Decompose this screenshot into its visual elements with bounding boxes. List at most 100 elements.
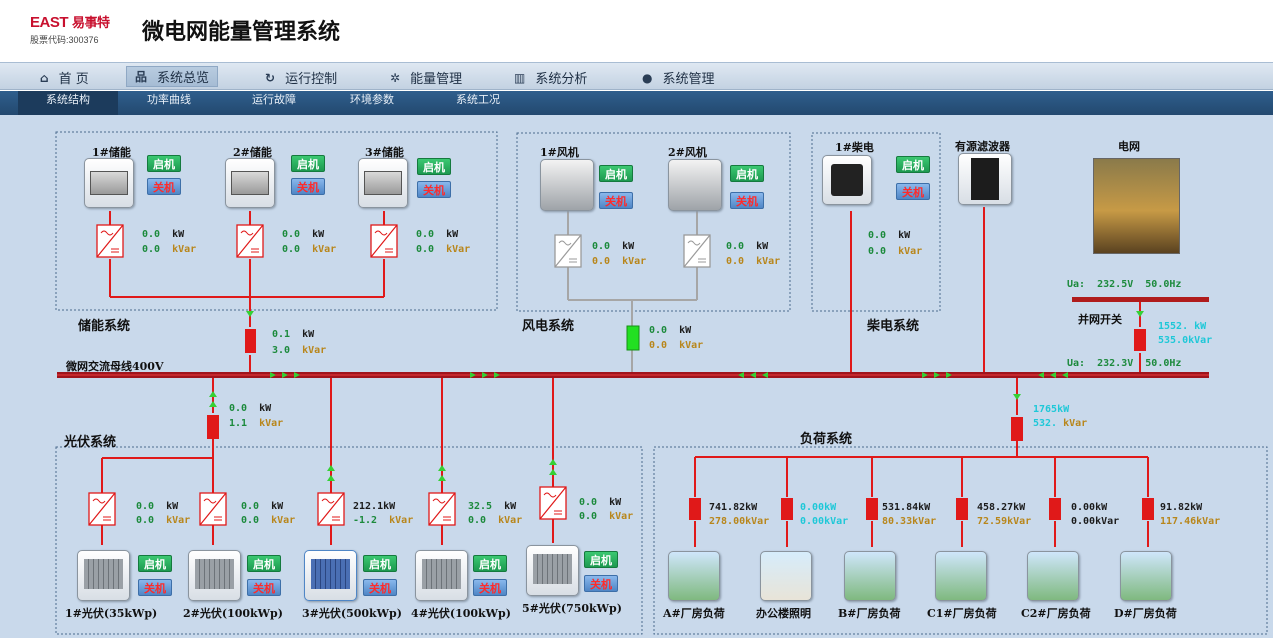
load-b-name: B#厂房负荷 bbox=[838, 607, 901, 620]
load-total-kvar: 532. kVar bbox=[1033, 418, 1088, 429]
storage-box bbox=[55, 131, 498, 311]
pv-4-start-button[interactable]: 启机 bbox=[473, 555, 507, 572]
wind-turbine-icon bbox=[540, 159, 594, 211]
pv-3-kw: 212.1kW bbox=[353, 501, 396, 512]
pv-1-stop-button[interactable]: 关机 bbox=[138, 579, 172, 596]
load-a-kw: 741.82kW bbox=[709, 502, 758, 513]
grid-kw: 1552. kW bbox=[1158, 321, 1207, 332]
battery-icon bbox=[84, 158, 134, 208]
diesel-kw: 0.0 kW bbox=[868, 230, 911, 241]
nav-admin[interactable]: ●系统管理 bbox=[642, 70, 715, 88]
storage-1-stop-button[interactable]: 关机 bbox=[147, 178, 181, 195]
diesel-box bbox=[811, 132, 941, 312]
wind-2-name: 2#风机 bbox=[668, 146, 707, 159]
factory-icon bbox=[844, 551, 896, 601]
storage-2-name: 2#储能 bbox=[233, 146, 272, 159]
pv-total-kw: 0.0 kW bbox=[229, 403, 272, 414]
battery-icon bbox=[225, 158, 275, 208]
pv-1-start-button[interactable]: 启机 bbox=[138, 555, 172, 572]
load-office-name: 办公楼照明 bbox=[756, 607, 811, 620]
tab-faults[interactable]: 运行故障 bbox=[252, 93, 296, 106]
tab-conditions[interactable]: 系统工况 bbox=[456, 93, 500, 106]
active-filter-icon bbox=[958, 153, 1012, 205]
pv-5-kvar: 0.0 kVar bbox=[579, 511, 634, 522]
factory-icon bbox=[935, 551, 987, 601]
pv-system-label: 光伏系统 bbox=[64, 435, 117, 450]
factory-icon bbox=[1027, 551, 1079, 601]
storage-2-kw: 0.0 kW bbox=[282, 229, 325, 240]
pv-5-stop-button[interactable]: 关机 bbox=[584, 575, 618, 592]
flow-arrows bbox=[209, 311, 1144, 481]
storage-1-kvar: 0.0 kVar bbox=[142, 244, 197, 255]
pv-box bbox=[55, 446, 643, 635]
load-c1-kw: 458.27kW bbox=[977, 502, 1026, 513]
pv-4-stop-button[interactable]: 关机 bbox=[473, 579, 507, 596]
storage-3-kvar: 0.0 kVar bbox=[416, 244, 471, 255]
storage-2-stop-button[interactable]: 关机 bbox=[291, 178, 325, 195]
pv-2-kvar: 0.0 kVar bbox=[241, 515, 296, 526]
battery-icon bbox=[358, 158, 408, 208]
bus-label: 微网交流母线400V bbox=[66, 360, 164, 373]
pv-5-start-button[interactable]: 启机 bbox=[584, 551, 618, 568]
app-title: 微电网能量管理系统 bbox=[142, 20, 341, 45]
pv-2-stop-button[interactable]: 关机 bbox=[247, 579, 281, 596]
main-nav: ⌂首 页 品系统总览 ↻运行控制 ✲能量管理 ▥系统分析 ●系统管理 bbox=[0, 62, 1273, 90]
pv-4-kvar: 0.0 kVar bbox=[468, 515, 523, 526]
nav-home[interactable]: ⌂首 页 bbox=[40, 70, 89, 88]
nav-analysis[interactable]: ▥系统分析 bbox=[514, 70, 588, 88]
wind-box bbox=[516, 132, 791, 312]
diagram-canvas: 储能系统 风电系统 柴电系统 光伏系统 负荷系统 微网交流母线400V 并网开关… bbox=[0, 115, 1273, 638]
pv-2-start-button[interactable]: 启机 bbox=[247, 555, 281, 572]
load-c2-kvar: 0.00kVar bbox=[1071, 516, 1120, 527]
diesel-kvar: 0.0 kVar bbox=[868, 246, 923, 257]
refresh-icon: ↻ bbox=[265, 70, 276, 85]
breakers bbox=[207, 325, 1154, 520]
home-icon: ⌂ bbox=[40, 70, 49, 85]
wind-turbine-icon bbox=[668, 159, 722, 211]
wind-1-start-button[interactable]: 启机 bbox=[599, 165, 633, 182]
pv-2-kw: 0.0 kW bbox=[241, 501, 284, 512]
factory-icon bbox=[1120, 551, 1172, 601]
storage-3-stop-button[interactable]: 关机 bbox=[417, 181, 451, 198]
storage-3-name: 3#储能 bbox=[365, 146, 404, 159]
grid-switch-label: 并网开关 bbox=[1078, 313, 1122, 326]
load-b-kvar: 80.33kVar bbox=[882, 516, 937, 527]
diesel-start-button[interactable]: 启机 bbox=[896, 156, 930, 173]
tab-structure[interactable]: 系统结构 bbox=[18, 91, 118, 115]
nav-control[interactable]: ↻运行控制 bbox=[265, 70, 338, 88]
diesel-stop-button[interactable]: 关机 bbox=[896, 183, 930, 200]
wind-2-stop-button[interactable]: 关机 bbox=[730, 192, 764, 209]
wind-1-kvar: 0.0 kVar bbox=[592, 256, 647, 267]
diesel-system-label: 柴电系统 bbox=[867, 319, 920, 334]
storage-total-kvar: 3.0 kVar bbox=[272, 345, 327, 356]
sub-nav: 系统结构 功率曲线 运行故障 环境参数 系统工况 bbox=[0, 91, 1273, 115]
storage-3-start-button[interactable]: 启机 bbox=[417, 158, 451, 175]
tab-power-curve[interactable]: 功率曲线 bbox=[147, 93, 191, 106]
load-b-kw: 531.84kW bbox=[882, 502, 931, 513]
grid-name: 电网 bbox=[1118, 140, 1140, 153]
load-c1-name: C1#厂房负荷 bbox=[927, 607, 997, 620]
pv-4-name: 4#光伏(100kWp) bbox=[411, 607, 511, 620]
solar-panel-icon bbox=[188, 550, 241, 601]
factory-icon bbox=[668, 551, 720, 601]
pv-3-stop-button[interactable]: 关机 bbox=[363, 579, 397, 596]
pv-5-kw: 0.0 kW bbox=[579, 497, 622, 508]
load-d-kw: 91.82kW bbox=[1160, 502, 1203, 513]
wind-2-start-button[interactable]: 启机 bbox=[730, 165, 764, 182]
load-c2-kw: 0.00kW bbox=[1071, 502, 1108, 513]
pv-3-start-button[interactable]: 启机 bbox=[363, 555, 397, 572]
storage-1-start-button[interactable]: 启机 bbox=[147, 155, 181, 172]
pv-3-kvar: -1.2 kVar bbox=[353, 515, 414, 526]
nav-overview[interactable]: 品系统总览 bbox=[126, 66, 219, 87]
load-d-kvar: 117.46kVar bbox=[1160, 516, 1221, 527]
load-system-label: 负荷系统 bbox=[800, 432, 853, 447]
bar-chart-icon: ▥ bbox=[514, 70, 526, 85]
solar-panel-icon bbox=[77, 550, 130, 601]
wind-total-kw: 0.0 kW bbox=[649, 325, 692, 336]
storage-2-start-button[interactable]: 启机 bbox=[291, 155, 325, 172]
nav-energy[interactable]: ✲能量管理 bbox=[390, 70, 463, 88]
load-a-kvar: 278.00kVar bbox=[709, 516, 770, 527]
tab-environment[interactable]: 环境参数 bbox=[350, 93, 394, 106]
wind-1-stop-button[interactable]: 关机 bbox=[599, 192, 633, 209]
